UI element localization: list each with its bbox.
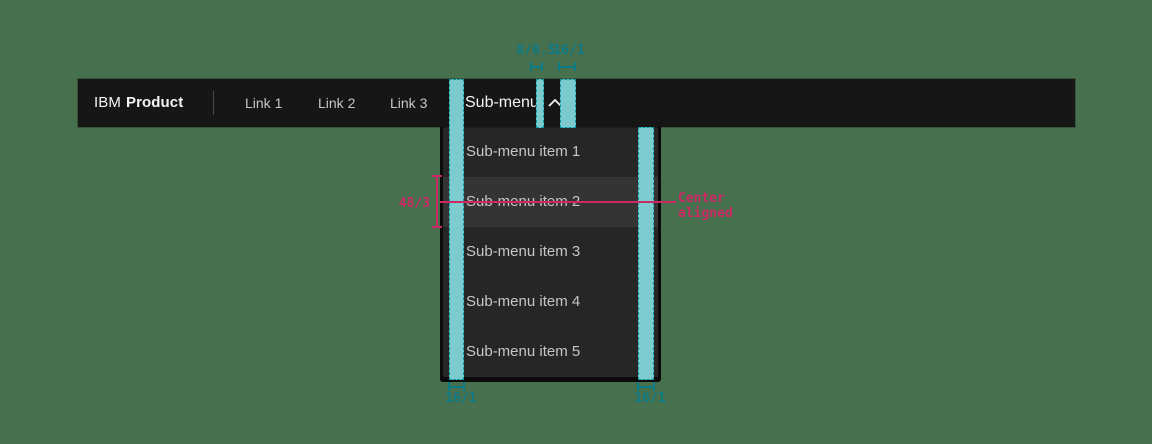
- center-aligned-label-line1: Center: [678, 191, 725, 206]
- nav-link-3[interactable]: Link 3: [390, 95, 428, 111]
- measure-ibeam-bottom-right: [637, 382, 655, 391]
- brand-prefix: IBM: [94, 94, 121, 111]
- nav-link-2[interactable]: Link 2: [318, 95, 356, 111]
- item-height-label: 48/3: [398, 196, 430, 211]
- header-divider: [213, 91, 214, 115]
- center-alignment-line: [440, 201, 676, 203]
- menu-item-5[interactable]: Sub-menu item 5: [466, 343, 581, 360]
- measure-ibeam-top-16: [558, 62, 576, 71]
- center-aligned-label-line2: aligned: [678, 206, 733, 221]
- menu-item-1[interactable]: Sub-menu item 1: [466, 143, 581, 160]
- submenu-trigger-button[interactable]: Sub-menu: [449, 79, 577, 127]
- submenu-label: Sub-menu: [465, 94, 539, 111]
- spacing-label-bottom-left: 16/1: [445, 391, 477, 406]
- measure-ibeam-top-8: [530, 62, 543, 71]
- menu-item-4[interactable]: Sub-menu item 4: [466, 293, 581, 310]
- menu-item-3[interactable]: Sub-menu item 3: [466, 243, 581, 260]
- spacing-label-bottom-right: 16/1: [634, 391, 666, 406]
- spacing-stripe-icon-gap: [536, 79, 544, 128]
- spacing-stripe-left-padding: [449, 79, 464, 380]
- nav-link-1[interactable]: Link 1: [245, 95, 283, 111]
- spacing-stripe-right-padding: [560, 79, 576, 128]
- spacing-label-top-16: 16/1: [553, 43, 585, 58]
- brand-product-name: Product: [125, 94, 184, 111]
- spacing-label-top-8: 8/0.5: [516, 43, 556, 58]
- measure-ibeam-item-height: [432, 175, 442, 228]
- measure-ibeam-bottom-left: [448, 382, 465, 391]
- center-aligned-label: Center aligned: [678, 191, 733, 221]
- submenu-dropdown-panel: Sub-menu item 1 Sub-menu item 2 Sub-menu…: [440, 127, 661, 382]
- chevron-up-icon: [548, 99, 562, 107]
- spacing-stripe-menu-right-padding: [638, 127, 654, 380]
